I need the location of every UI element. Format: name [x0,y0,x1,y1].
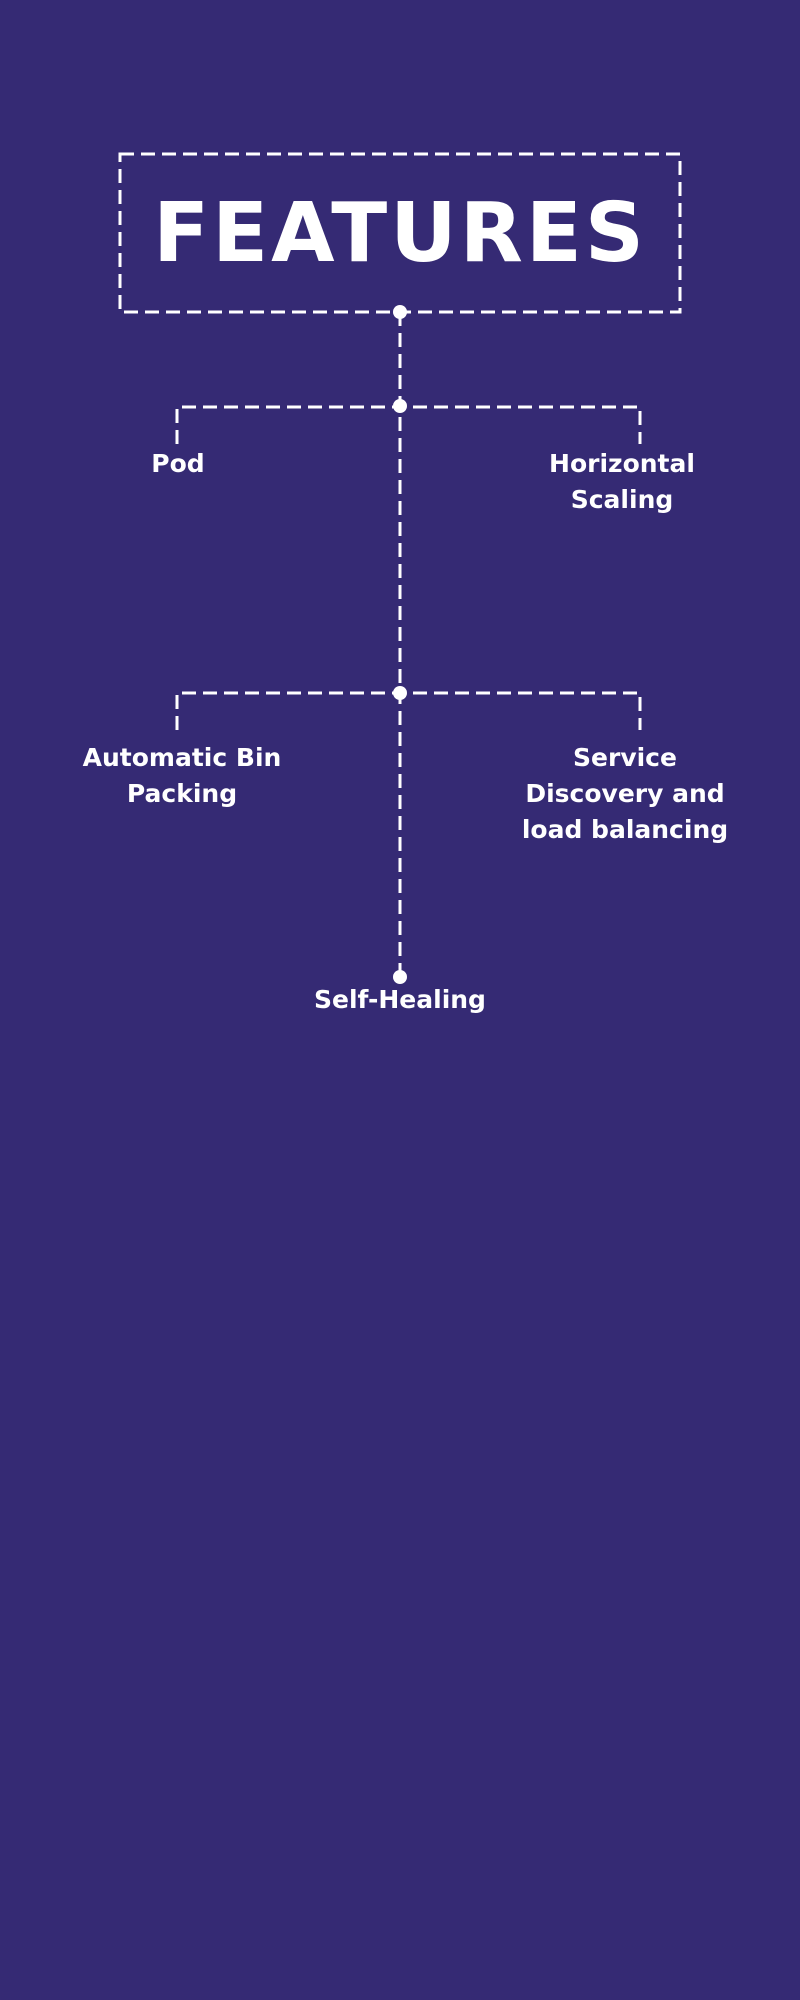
node-horizontal-scaling: Horizontal Scaling [549,449,695,514]
branch-row-1 [175,405,642,444]
node-automatic-bin-packing: Automatic Bin Packing [82,743,282,808]
junction-dot-row-2 [393,686,407,700]
branch-row-2 [175,691,642,730]
junction-dot-end [393,970,407,984]
diagram-title: FEATURES [153,185,647,281]
junction-dot-row-1 [393,399,407,413]
node-pod: Pod [151,449,205,478]
node-self-healing: Self-Healing [314,985,486,1014]
node-service-discovery: Service Discovery and load balancing [521,743,729,844]
junction-dot-title [393,305,407,319]
